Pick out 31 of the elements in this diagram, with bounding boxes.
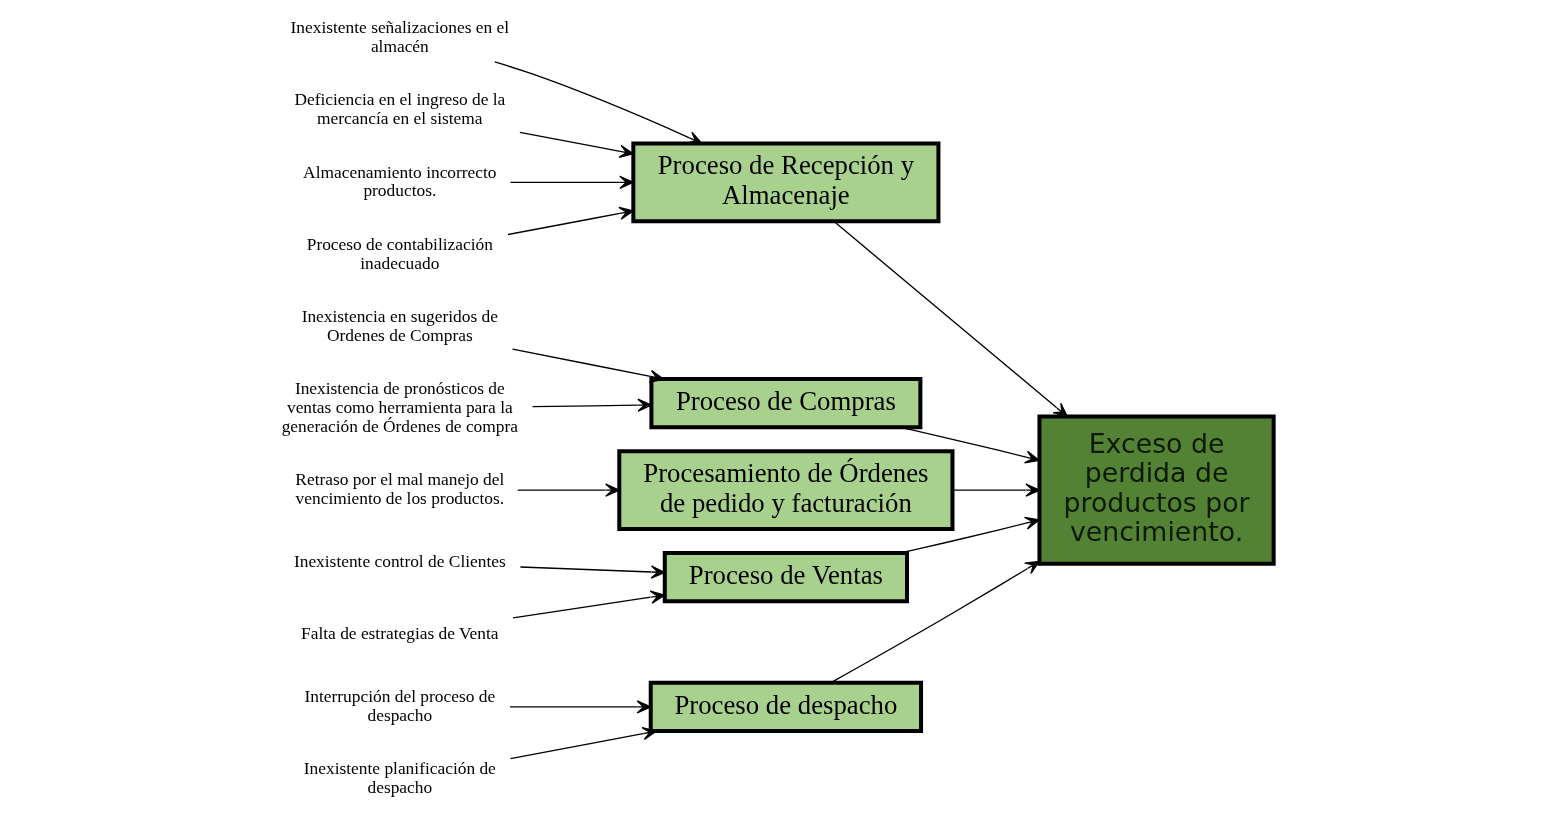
node-text: Proceso de contabilización inadecuado bbox=[306, 234, 493, 273]
node-text: Inexistente planificación de despacho bbox=[303, 759, 496, 798]
arrow bbox=[531, 398, 653, 412]
arrow bbox=[519, 131, 634, 158]
node-box: Proceso de Compras bbox=[649, 377, 923, 430]
node-text: Inexistente control de Clientes bbox=[293, 551, 506, 571]
node-text: Inexistente señalizaciones en el almacén bbox=[290, 18, 510, 56]
node-text: Almacenamiento incorrecto productos. bbox=[303, 162, 497, 201]
arrow bbox=[829, 560, 1040, 684]
arrow bbox=[507, 206, 634, 236]
node-text: Inexistencia de pronósticos de ventas como herramienta para la generación de Órdenes de compra bbox=[281, 379, 519, 436]
node-text: Interrupción del proceso de despacho bbox=[304, 687, 496, 725]
node-text: Falta de estrategias de Venta bbox=[301, 624, 499, 644]
arrow bbox=[517, 483, 620, 497]
node-box: Proceso de despacho bbox=[648, 680, 924, 733]
arrow bbox=[519, 565, 666, 579]
node-box: Proceso de Recepción y Almacenaje bbox=[631, 141, 941, 224]
arrow bbox=[509, 726, 658, 760]
node-box: Exceso de perdida de productos por vencimiento. bbox=[1037, 414, 1276, 566]
arrow bbox=[833, 220, 1068, 418]
node-text: Inexistencia en sugeridos de Ordenes de Compras bbox=[301, 307, 499, 345]
node-text: Deficiencia en el ingreso de la mercancía en el sistema bbox=[294, 90, 506, 129]
node-box: Proceso de Ventas bbox=[662, 551, 909, 604]
arrow bbox=[511, 348, 665, 384]
arrow bbox=[509, 175, 634, 190]
arrow bbox=[509, 700, 652, 714]
arrow bbox=[494, 61, 703, 144]
node-box: Procesamiento de Órdenes de pedido y facturación bbox=[617, 449, 955, 531]
arrow bbox=[952, 483, 1041, 497]
node-text: Retraso por el mal manejo del vencimiento de los productos. bbox=[295, 470, 505, 509]
arrow bbox=[512, 590, 666, 619]
